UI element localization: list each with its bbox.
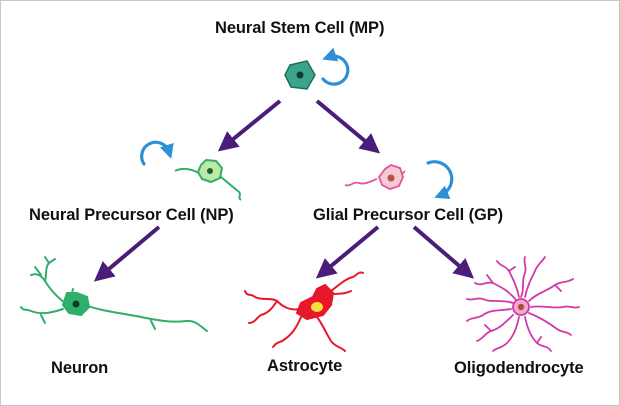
- np-cell: [174, 158, 242, 201]
- arrow-stem-to-np: [217, 99, 282, 152]
- gp-cell-label: Glial Precursor Cell (GP): [313, 206, 504, 224]
- stem-cell: [284, 60, 316, 90]
- neuron-cell: [20, 256, 208, 332]
- self-renewal-arrow-icon: [321, 47, 350, 86]
- stem-cell-label: Neural Stem Cell (MP): [215, 19, 385, 37]
- arrow-gp-to-oligo: [412, 225, 475, 279]
- arrow-stem-to-gp: [315, 99, 381, 154]
- arrow-gp-to-astrocyte: [315, 225, 380, 279]
- gp-cell: [344, 164, 406, 190]
- oligodendrocyte-cell: [466, 256, 580, 352]
- lineage-arrows: [93, 99, 475, 282]
- self-renewal-arrows: [140, 47, 454, 199]
- astrocyte-label: Astrocyte: [267, 357, 343, 375]
- oligodendrocyte-label: Oligodendrocyte: [454, 359, 584, 377]
- np-cell-label: Neural Precursor Cell (NP): [29, 206, 234, 224]
- astrocyte-cell: [244, 271, 364, 352]
- neuron-label: Neuron: [51, 359, 109, 377]
- arrow-np-to-neuron: [93, 225, 161, 282]
- self-renewal-arrow-icon: [140, 140, 174, 166]
- self-renewal-arrow-icon: [426, 160, 454, 199]
